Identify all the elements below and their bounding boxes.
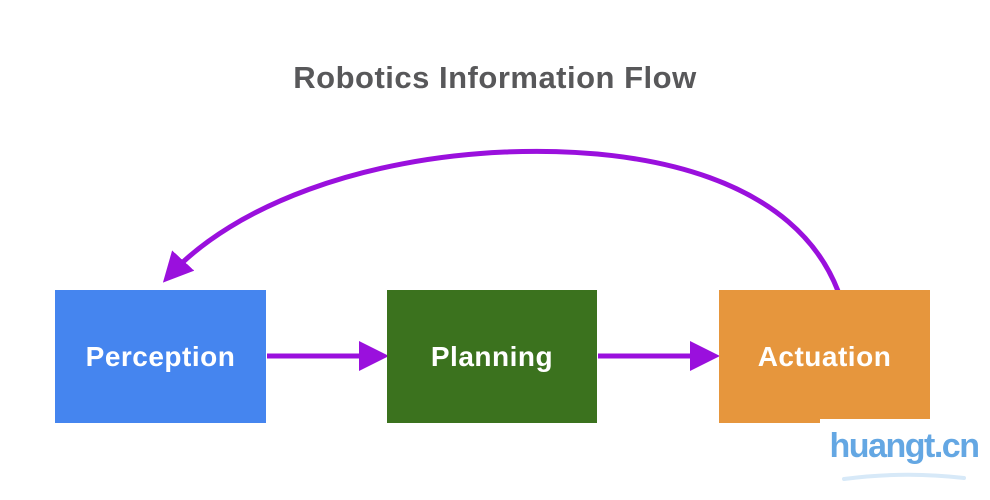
node-planning-label: Planning	[430, 340, 554, 372]
diagram-title: Robotics Information Flow	[293, 60, 697, 95]
watermark-text: huangt.cn	[829, 427, 980, 465]
feedback-arrow-actuation-to-perception	[162, 148, 841, 292]
watermark-swoosh-icon	[842, 472, 966, 481]
watermark-badge: huangt.cn	[820, 419, 990, 494]
node-perception: Perception	[55, 290, 266, 423]
node-actuation: Actuation	[719, 290, 930, 423]
node-planning: Planning	[387, 290, 597, 423]
node-perception-label: Perception	[85, 340, 236, 372]
node-actuation-label: Actuation	[757, 340, 892, 372]
